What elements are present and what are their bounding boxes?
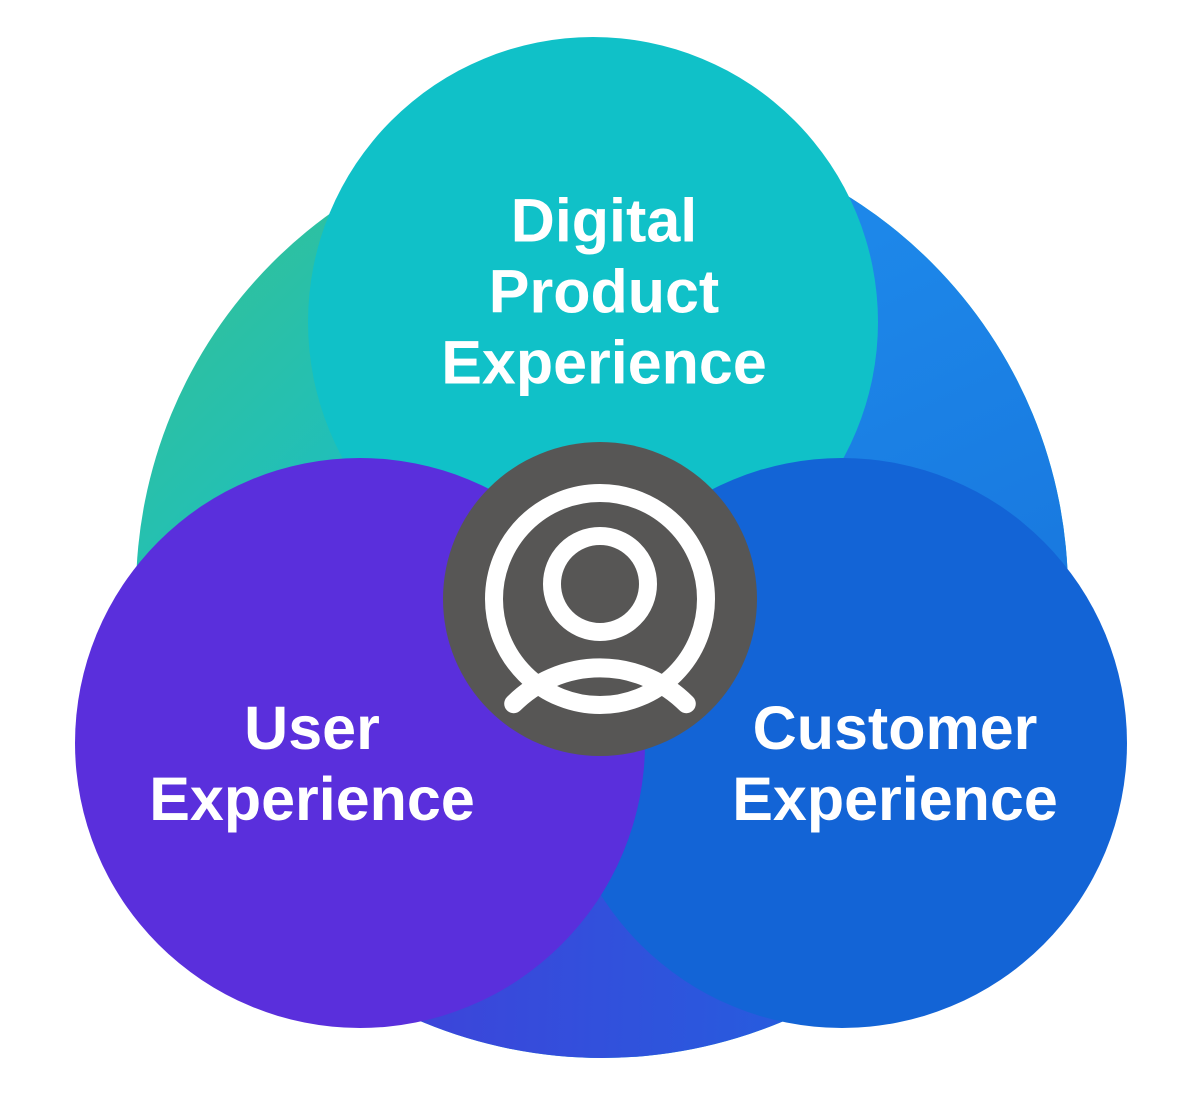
label-customer-experience: Customer Experience — [732, 694, 1058, 833]
digital-product-experience-circle — [308, 37, 878, 607]
icon-outer-ring — [485, 484, 715, 714]
label-digital-product-experience: Digital Product Experience — [441, 186, 767, 397]
icon-shoulders — [504, 658, 696, 714]
background-blob-bottom — [136, 592, 1068, 1058]
user-profile-icon — [485, 484, 715, 714]
label-user-experience: User Experience — [149, 694, 475, 833]
icon-head — [543, 527, 657, 641]
